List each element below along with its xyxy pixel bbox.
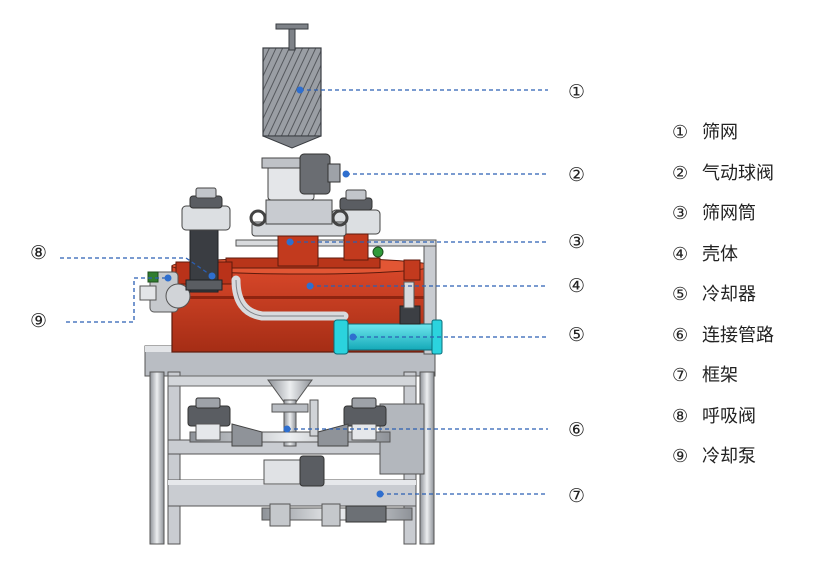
left-top-actuator bbox=[181, 187, 231, 231]
legend: ① 筛网 ② 气动球阀 ③ 筛网筒 ④ 壳体 ⑤ 冷却器 ⑥ 连接管路 ⑦ 框架 ⑧ 呼吸阀 ⑨… bbox=[672, 118, 774, 483]
leader-9 bbox=[66, 277, 168, 323]
screen-mesh bbox=[262, 23, 322, 149]
legend-item-1: ① 筛网 bbox=[672, 118, 774, 159]
callout-3: ③ bbox=[568, 231, 586, 253]
legend-label: 冷却器 bbox=[702, 284, 756, 305]
callout-7: ⑦ bbox=[568, 485, 586, 507]
callout-8: ⑧ bbox=[30, 242, 48, 264]
legend-num: ⑤ bbox=[672, 284, 689, 305]
callout-6: ⑥ bbox=[568, 419, 586, 441]
leader-8-dot bbox=[208, 272, 216, 280]
legend-item-8: ⑧ 呼吸阀 bbox=[672, 402, 774, 443]
lower-left-valve bbox=[187, 397, 231, 441]
leader-5-dot bbox=[349, 333, 357, 341]
callout-2: ② bbox=[568, 164, 586, 186]
legend-item-4: ④ 壳体 bbox=[672, 240, 774, 281]
callout-9: ⑨ bbox=[30, 310, 48, 332]
legend-label: 冷却泵 bbox=[702, 446, 756, 467]
leader-8 bbox=[60, 257, 213, 277]
leader-dots bbox=[164, 86, 384, 498]
callout-1: ① bbox=[568, 81, 586, 103]
legend-item-7: ⑦ 框架 bbox=[672, 361, 774, 402]
legend-num: ④ bbox=[672, 243, 689, 265]
legend-label: 呼吸阀 bbox=[702, 405, 756, 427]
leader-2-dot bbox=[342, 170, 350, 178]
leader-9-dot bbox=[164, 274, 172, 282]
lower-right-valve bbox=[343, 397, 387, 441]
legend-item-2: ② 气动球阀 bbox=[672, 159, 774, 200]
legend-num: ⑨ bbox=[672, 446, 689, 467]
legend-label: 筛网筒 bbox=[702, 203, 756, 224]
pneumatic-ball-valve bbox=[261, 153, 341, 201]
leader-7-dot bbox=[376, 490, 384, 498]
leader-lines bbox=[60, 89, 548, 495]
legend-num: ③ bbox=[672, 203, 689, 224]
legend-num: ⑦ bbox=[672, 365, 689, 386]
legend-label: 框架 bbox=[702, 365, 738, 386]
leader-1-dot bbox=[296, 86, 304, 94]
legend-item-9: ⑨ 冷却泵 bbox=[672, 442, 774, 483]
legend-label: 气动球阀 bbox=[702, 162, 774, 184]
legend-num: ① bbox=[672, 122, 689, 143]
leader-3-dot bbox=[286, 238, 294, 246]
cooling-pump bbox=[139, 271, 191, 313]
legend-label: 壳体 bbox=[702, 243, 738, 265]
leader-4-dot bbox=[306, 282, 314, 290]
connecting-pipes bbox=[187, 379, 413, 527]
screen-cylinder bbox=[249, 199, 349, 267]
legend-item-6: ⑥ 连接管路 bbox=[672, 321, 774, 362]
legend-num: ② bbox=[672, 162, 689, 184]
legend-num: ⑥ bbox=[672, 324, 689, 346]
legend-num: ⑧ bbox=[672, 405, 689, 427]
leader-6-dot bbox=[283, 425, 291, 433]
legend-label: 连接管路 bbox=[702, 324, 774, 346]
callout-5: ⑤ bbox=[568, 324, 586, 346]
callout-4: ④ bbox=[568, 275, 586, 297]
legend-label: 筛网 bbox=[702, 122, 738, 143]
legend-item-5: ⑤ 冷却器 bbox=[672, 280, 774, 321]
legend-item-3: ③ 筛网筒 bbox=[672, 199, 774, 240]
